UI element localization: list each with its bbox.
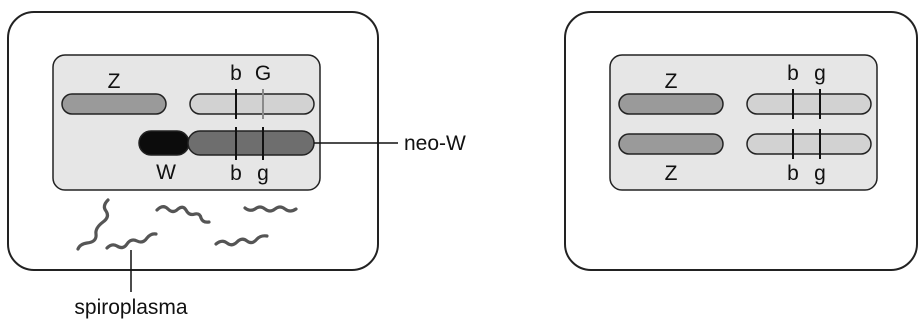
spiroplasma-bacterium-1 [76, 198, 110, 251]
right-bottom-z-chromosome [618, 133, 724, 155]
spiroplasma-bacteria [76, 198, 298, 251]
left-w-chromosome [138, 130, 190, 156]
left-nucleus [52, 54, 321, 191]
left-z-chromosome [61, 93, 167, 115]
right-top-autosome [746, 93, 872, 115]
spiroplasma-bacterium-3 [155, 205, 211, 224]
right-bottom-autosome [746, 133, 872, 155]
left-bottom-locus-g-label: g [257, 162, 269, 185]
left-cell: Z b G W b g neo-W spiroplasma [7, 11, 466, 319]
left-top-locus-b-label: b [230, 62, 242, 85]
spiroplasma-label: spiroplasma [74, 296, 188, 319]
left-w-label: W [156, 161, 176, 184]
right-top-locus-b-label: b [787, 62, 799, 85]
right-top-z-label: Z [665, 70, 678, 93]
right-bottom-locus-g-label: g [814, 162, 826, 185]
neo-w-label: neo-W [404, 132, 466, 155]
spiroplasma-bacterium-5 [243, 205, 298, 213]
left-bottom-locus-b-label: b [230, 162, 242, 185]
right-nucleus [609, 54, 878, 191]
spiroplasma-bacterium-4 [214, 234, 269, 247]
right-top-locus-g-label: g [814, 62, 826, 85]
right-cell: Z b g Z b g [564, 11, 918, 271]
right-bottom-z-label: Z [665, 162, 678, 185]
right-bottom-locus-b-label: b [787, 162, 799, 185]
left-top-autosome [189, 93, 315, 115]
left-neo-w-autosome [187, 130, 315, 156]
right-top-z-chromosome [618, 93, 724, 115]
left-top-locus-G-label: G [255, 62, 271, 85]
spiroplasma-bacterium-2 [105, 232, 158, 250]
left-z-label: Z [108, 70, 121, 93]
